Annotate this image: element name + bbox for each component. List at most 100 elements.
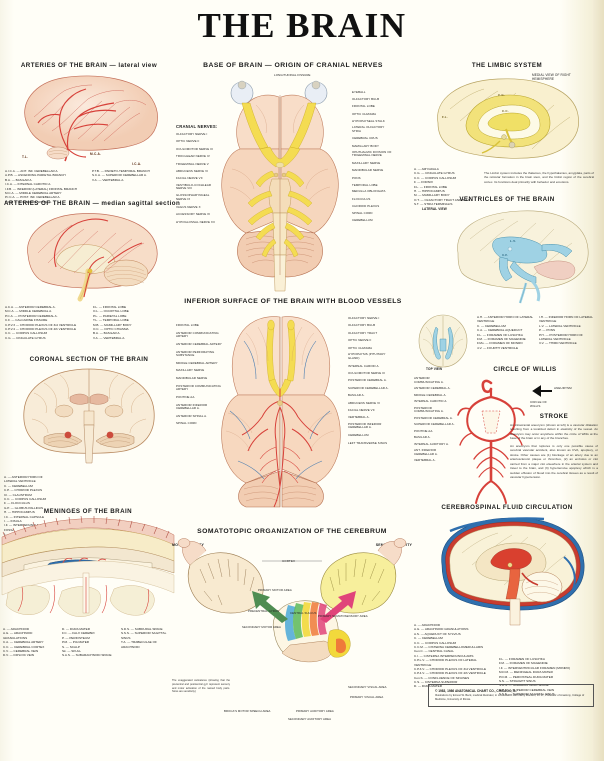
legend-item: M. — MAMILLARY BODY [414,193,450,198]
structure-label: MIDDLE CEREBRAL ARTERY [176,360,218,365]
legend-item: C.S. — CISTERNA SUPERIOR [414,680,458,685]
circle-of-willis-illustration [457,379,525,504]
inferior-surface-illustration [221,316,341,508]
legend-item: S.C.V. — SUPERIOR CEREBRAL VEIN [499,687,555,692]
copyright-line: © 1983, 1986 ANATOMICAL CHART CO., CHICA… [435,689,517,693]
ventricles-illustration [457,210,589,304]
structure-label: SPINAL CORD [352,211,373,216]
structure-label: ANTERIOR INFERIOR CEREBELLAR A. [176,402,208,411]
legend-item: F.Mo. — FORAMEN OF MONRO [477,341,523,346]
structure-label: FRONTAL LOBE [352,104,375,109]
coronal-heading: CORONAL SECTION OF THE BRAIN [29,356,149,363]
legend-item: O.L. — OCCIPITAL LOBE [93,309,129,314]
stroke-block: STROKE An intracranial aneurysm (shown a… [510,413,598,480]
legend-item: F.M. — FORAMEN OF MAGENDIE [477,336,526,341]
legend-item: P.C.A. — POSTERIOR CEREBRAL A. [5,313,58,318]
somatotopic-illustration [177,538,407,663]
legend-item: M.C.A. — MIDDLE CEREBRAL ARTERY [5,190,62,195]
csf-illustration [441,517,585,626]
legend-item: L.V. — LATERAL VENTRICLE [539,323,581,328]
structure-label: SPINAL CORD [176,421,197,426]
page-title: THE BRAIN [197,6,407,45]
legend-item: C. — CEREBELLUM [4,483,33,488]
structure-label: ANTERIOR CEREBRAL ARTERY [176,341,222,346]
willis-labels: ANTERIOR COMMUNICATING A. ANTERIOR CEREB… [414,376,456,466]
structure-label: OPHTHALMIC DIVISION OF TRIGEMINAL NERVE [352,149,392,158]
circle-of-willis-heading: CIRCLE OF WILLIS [493,366,557,373]
label-secondary-visual-area: SECONDARY VISUAL AREA [348,685,387,689]
legend-item: C.G. — CINGULATE GYRUS [414,171,455,176]
legend-item: C.P.L.V. — CHOROID PLEXUS OF LATERAL VEN… [414,658,477,667]
limbic-legend: A. — AMYGDALA C.G. — CINGULATE GYRUS C.C… [414,167,480,207]
limbic-note: The Limbic system includes the thalamus,… [484,171,594,184]
legend-item: P.H. — POSTERIOR HORN OF LATERAL VENTRIC… [539,332,583,341]
callout-cg: C.G. [498,93,505,97]
legend-item: C.C. — CORPUS CALLOSUM [414,640,457,645]
aneurysm-pointer [526,385,552,397]
base-of-brain-illustration [221,80,339,292]
structure-label: ABDUCENS NERVE VI [348,400,381,405]
nerve-item: VESTIBULO-COCHLEAR NERVE VIII [176,182,212,191]
arteries-lateral-legend: A.I.C.A. — ANT. INF. CEREBELLAR A. A.P.B… [4,169,174,204]
panel-arteries-median: ARTERIES OF THE BRAIN — median sagittal … [4,200,180,340]
nerve-item: VAGUS NERVE X [176,205,201,210]
legend-item: C.P.4.V. — CHOROID PLEXUS OF 4th VENTRIC… [414,671,486,676]
legend-item: F.C. — FALX CEREBRI [62,631,95,636]
panel-somatotopic: SOMATOTOPIC ORGANIZATION OF THE CEREBRUM… [170,528,414,721]
ventricles-heading: VENTRICLES OF THE BRAIN [459,196,555,203]
legend-item: C. — CEREBELLUM [477,323,506,328]
structure-label: OCULOMOTOR NERVE III [348,370,385,375]
panel-arteries-lateral: ARTERIES OF THE BRAIN — lateral view [4,62,174,204]
legend-item: I.C. — INTERNAL CAPSULE [4,514,45,519]
legend-item: M.D.M. — MENINGEAL DURA MATER [499,670,553,675]
nerve-item: OCULOMOTOR NERVE III [176,146,213,151]
structure-label: EYEBALL [352,90,366,94]
legend-item: M.B. — MAMILLARY BODY [93,322,132,327]
arteries-lateral-illustration [24,75,158,162]
copyright-box: © 1983, 1986 ANATOMICAL CHART CO., CHICA… [428,684,594,707]
legend-item: A. — AMYGDALA [414,167,439,171]
label-longitudinal-fissure: LONGITUDINAL FISSURE [274,73,311,77]
meninges-legend: A. — ARACHNOID A.G. — ARACHNOID GRANULAT… [2,627,174,658]
nerve-item: TRIGEMINAL NERVE V [176,161,209,166]
arteries-median-illustration [27,213,158,302]
legend-item: C.C. — CORPUS CALLOSUM [4,496,47,501]
label-secondary-auditory-area: SECONDARY AUDITORY AREA [288,717,332,721]
artery-label: BASILAR A. [414,435,431,440]
legend-item: P.T.B. — PARIETO-TEMPORAL BRANCH [92,169,150,173]
cranial-nerves-title: CRANIAL NERVES: [176,124,218,129]
legend-item: O.T. — OLFACTORY TRACT AND BULB [414,197,471,202]
structure-label: CEREBELLUM [352,218,373,223]
meninges-illustration [1,515,175,617]
structure-label: INTERNAL CAROID A. [348,363,380,368]
label-secondary-motor-area: SECONDARY MOTOR AREA [242,625,281,629]
structure-label: SUPERIOR CEREBELLAR A. [348,385,389,390]
callout-tl: T.L. [22,155,29,159]
legend-item: Sk. — SKULL [62,648,82,653]
legend-item: C.C. — CORPUS CALLOSUM [5,331,48,336]
structure-label: ANTERIOR PERFORATING SUBSTANCE [176,349,215,358]
legend-item: C. — CEREBELLUM [414,636,443,641]
legend-item: A. — ARACHNOID [414,623,441,627]
structure-label: ANTERIOR COMMUNICATING ARTERY [176,330,219,339]
legend-item: S. — SCALP [62,644,80,649]
structure-label: LEFT TRANSVERSE SINUS [348,440,388,445]
structure-label: OLFACTORY NERVE I [348,316,380,320]
legend-item: P. — PERIOSTEUM [62,635,90,640]
legend-item: F.M. — FORAMEN OF MAGENDIE [499,661,548,666]
inferior-left-labels: FRONTAL LOBE ANTERIOR COMMUNICATING ARTE… [176,323,224,430]
label-primary-visual-area: PRIMARY VISUAL AREA [350,695,384,699]
legend-item: S.S.S. — SUPERIOR SAGITTAL SINUS [121,631,167,640]
legend-item: C.C. — CEREBRAL CORTEX [3,644,45,649]
structure-label: FACIAL NERVE VII [348,407,375,412]
legend-item: A. — ANTERIOR HORN OF LATERAL VENTRICLE [4,475,43,484]
legend-item: P.S.A. — POSTERIOR SPINAL A. [5,199,52,204]
structure-label: POSTERIOR COMMUNICATING ARTERY [176,383,221,392]
legend-item: Con.S. — CONFLUENCE OF SINUSES [414,675,470,680]
artery-label: POSTERIOR COMMUNICATING A. [414,405,444,414]
artery-label: PONTINE AA. [414,428,434,433]
nerve-item: ACCESSORY NERVE XI [176,212,211,217]
callout-3v: 3.V. [502,253,508,257]
legend-item: C.A. — CEREBRAL AQUEDUCT [477,328,523,333]
legend-item: A.P.B. — ASCENDING PARIETAL BRANCH [5,173,66,178]
